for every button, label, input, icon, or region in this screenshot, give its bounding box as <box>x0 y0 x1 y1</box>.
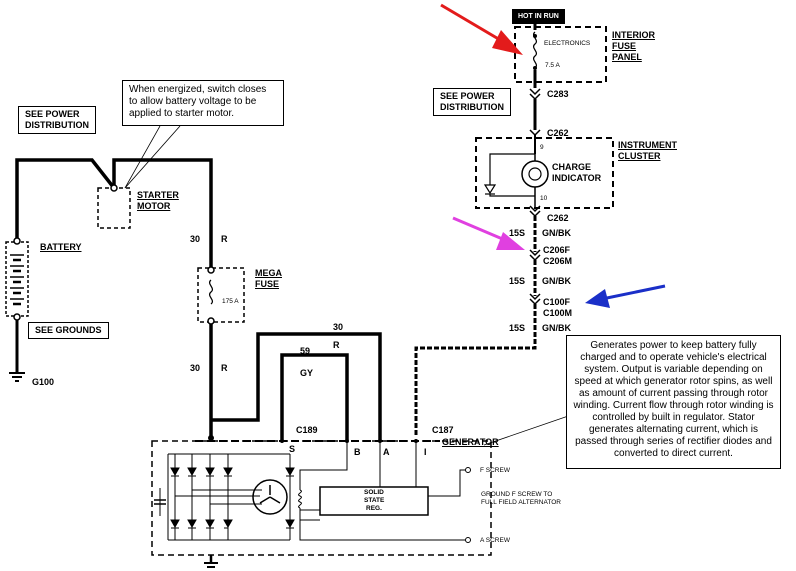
battery-label: BATTERY <box>40 242 82 252</box>
ground-f-line1: GROUND F SCREW TO <box>481 491 553 498</box>
terminal-b: B <box>354 447 361 457</box>
fuse-label: FUSE <box>612 41 637 51</box>
generator-label: GENERATOR <box>442 437 499 447</box>
c100f-label: C100F <box>543 297 571 307</box>
c283-label: C283 <box>547 89 569 99</box>
see-grounds-label: SEE GROUNDS <box>28 322 109 339</box>
reg-label: REG. <box>366 505 382 512</box>
generator-box <box>151 440 492 556</box>
c206f-label: C206F <box>543 245 571 255</box>
wire-59: 59 <box>300 346 311 356</box>
c189-label: C189 <box>296 425 318 435</box>
red-pointer-arrow <box>440 3 523 55</box>
cluster-label: CLUSTER <box>618 151 661 161</box>
generator-note: Generates power to keep battery fully ch… <box>566 335 781 469</box>
ground-f-line2: FULL FIELD ALTERNATOR <box>481 499 561 506</box>
c262-bottom-label: C262 <box>547 213 569 223</box>
pin-10-label: 10 <box>540 195 548 202</box>
mega-label: MEGA <box>255 268 282 278</box>
see-power-distribution-right: SEE POWER DISTRIBUTION <box>433 88 511 116</box>
mega-rating-label: 175 A <box>222 298 239 305</box>
terminal-i: I <box>424 447 427 457</box>
terminal-s: S <box>289 444 296 454</box>
wire-30-lower: 30 <box>190 363 201 373</box>
a-screw-label: A SCREW <box>480 537 510 544</box>
see-power-left-line1: SEE POWER <box>25 109 80 119</box>
mega-fuse-box <box>197 267 245 323</box>
solid-state-regulator <box>319 486 429 516</box>
wire-15s-1: 15S <box>509 228 526 238</box>
starter-note: When energized, switch closes to allow b… <box>122 80 284 126</box>
g100-label: G100 <box>32 377 55 387</box>
state-label: STATE <box>364 497 385 504</box>
wire-15s-3: 15S <box>509 323 526 333</box>
solid-label: SOLID <box>364 489 384 496</box>
magenta-pointer-arrow <box>452 216 525 250</box>
starter-label: STARTER <box>137 190 179 200</box>
instrument-label: INSTRUMENT <box>618 140 677 150</box>
charge-indicator-lamp <box>521 160 549 188</box>
f-screw-label: F SCREW <box>480 467 510 474</box>
gn-bk-3: GN/BK <box>542 323 571 333</box>
see-power-line2: DISTRIBUTION <box>440 102 504 112</box>
fuse-rating-label: 7.5 A <box>545 62 560 69</box>
interior-fuse-panel-box <box>514 26 607 83</box>
battery-cells <box>10 254 24 306</box>
instrument-cluster-box <box>475 137 614 209</box>
c100m-label: C100M <box>543 308 573 318</box>
wire-r-lower: R <box>221 363 228 373</box>
wire-15s-2: 15S <box>509 276 526 286</box>
wire-r-upper: R <box>221 234 228 244</box>
blue-pointer-arrow <box>585 284 666 308</box>
gn-bk-2: GN/BK <box>542 276 571 286</box>
interior-label: INTERIOR <box>612 30 656 40</box>
c262-top-label: C262 <box>547 128 569 138</box>
indicator-label: INDICATOR <box>552 173 602 183</box>
wire-gy: GY <box>300 368 314 378</box>
rectifier-diodes <box>167 453 295 541</box>
fuse-mega-label: FUSE <box>255 279 280 289</box>
charge-label: CHARGE <box>552 162 592 172</box>
gn-bk-1: GN/BK <box>542 228 571 238</box>
see-power-left-line2: DISTRIBUTION <box>25 120 89 130</box>
c206m-label: C206M <box>543 256 573 266</box>
see-power-distribution-left: SEE POWER DISTRIBUTION <box>18 106 96 134</box>
hot-in-run-label: HOT IN RUN <box>512 9 565 24</box>
terminal-a: A <box>383 447 390 457</box>
panel-label: PANEL <box>612 52 642 62</box>
electronics-label: ELECTRONICS <box>544 40 591 47</box>
wire-r-loop: R <box>333 340 340 350</box>
starter-motor-box <box>97 187 131 229</box>
pin-9-label: 9 <box>540 144 544 151</box>
motor-label: MOTOR <box>137 201 171 211</box>
wire-30-loop: 30 <box>333 322 344 332</box>
wire-30-upper: 30 <box>190 234 201 244</box>
see-power-line1: SEE POWER <box>440 91 495 101</box>
c187-label: C187 <box>432 425 454 435</box>
stator <box>252 479 288 515</box>
